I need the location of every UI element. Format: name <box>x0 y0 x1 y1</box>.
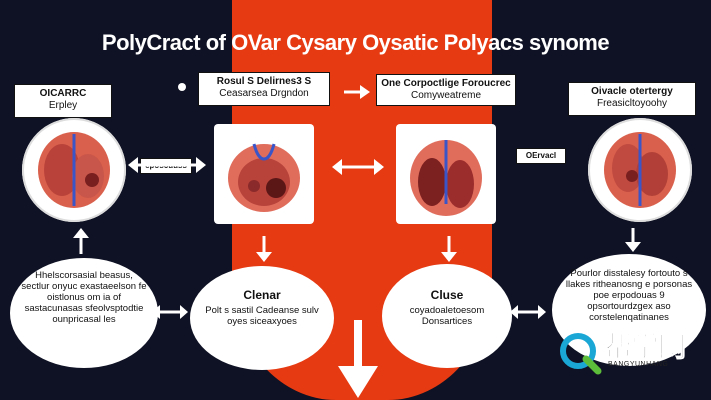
arrow-down-right <box>625 228 641 252</box>
info-circle-center-left-title: Clenar <box>243 288 281 302</box>
magnifier-logo-icon <box>560 333 602 375</box>
ovary-illustration-center-left <box>214 124 314 224</box>
ovary-illustration-center-right <box>396 124 496 224</box>
label-top-center-right: One Corpoctlige Foroucrec Comyweatreme <box>376 74 516 106</box>
label-top-center-left-line2: Ceasarsea Drgndon <box>219 88 309 99</box>
label-top-left-line2: Erpley <box>48 100 78 111</box>
arrow-right-top <box>344 85 370 99</box>
arrow-down-center-right <box>441 236 457 262</box>
double-arrow-left <box>128 157 206 173</box>
ovary-icon <box>410 140 482 216</box>
ovary-illustration-left <box>22 118 126 222</box>
ovary-icon <box>38 132 110 208</box>
ovary-icon <box>228 143 300 212</box>
label-mid-right: OErvacl <box>516 148 566 164</box>
label-top-right: Oivacle otertergy Freasicltoyoohy <box>568 82 696 116</box>
diagram-title: PolyCract of OVar Cysary Oysatic Polyacs… <box>101 30 610 55</box>
label-top-center-right-line2: Comyweatreme <box>410 90 482 101</box>
label-mid-right-text: OErvacl <box>525 151 557 160</box>
label-top-center-left: Rosul S Delirnes3 S Ceasarsea Drgndon <box>198 72 330 106</box>
arrow-down-bottom <box>338 320 378 398</box>
ovary-icon <box>604 132 676 208</box>
watermark-main-text: 帮学网 <box>603 331 686 363</box>
label-top-left: OICARRC Erpley <box>14 84 112 118</box>
info-circle-right: Pourlor disstalesy fortouto s llakes rit… <box>552 254 706 366</box>
arrow-up-left <box>73 228 89 254</box>
info-circle-center-left: Clenar Polt s sastil Cadeanse sulv oyes … <box>190 266 334 370</box>
label-top-left-line1: OICARRC <box>39 88 87 99</box>
info-circle-center-right-text: coyadoaletoesom Donsartices <box>409 305 485 327</box>
info-circle-center-right-title: Cluse <box>430 288 464 302</box>
info-circle-left-text: Hhelscorsasial beasus, sectlur onyuc exa… <box>21 270 147 325</box>
watermark-logo: 帮学网 BANGYUNHANG <box>556 325 706 380</box>
watermark-sub-text: BANGYUNHANG <box>608 361 669 368</box>
bullet-dot <box>178 83 186 91</box>
ovary-illustration-right <box>588 118 692 222</box>
label-top-right-line2: Freasicltoyoohy <box>596 98 668 109</box>
label-top-right-line1: Oivacle otertergy <box>591 86 673 97</box>
double-arrow-center <box>332 159 384 175</box>
info-circle-left: Hhelscorsasial beasus, sectlur onyuc exa… <box>10 258 158 368</box>
arrow-down-center-left <box>256 236 272 262</box>
label-top-center-right-line1: One Corpoctlige Foroucrec <box>381 78 511 89</box>
double-arrow-bottom-right <box>510 305 546 319</box>
info-circle-right-text: Pourlor disstalesy fortouto s llakes rit… <box>565 268 693 323</box>
info-circle-center-right: Cluse coyadoaletoesom Donsartices <box>382 264 512 368</box>
info-circle-center-left-text: Polt s sastil Cadeanse sulv oyes siceaxy… <box>205 305 319 327</box>
label-top-center-left-line1: Rosul S Delirnes3 S <box>216 76 312 87</box>
